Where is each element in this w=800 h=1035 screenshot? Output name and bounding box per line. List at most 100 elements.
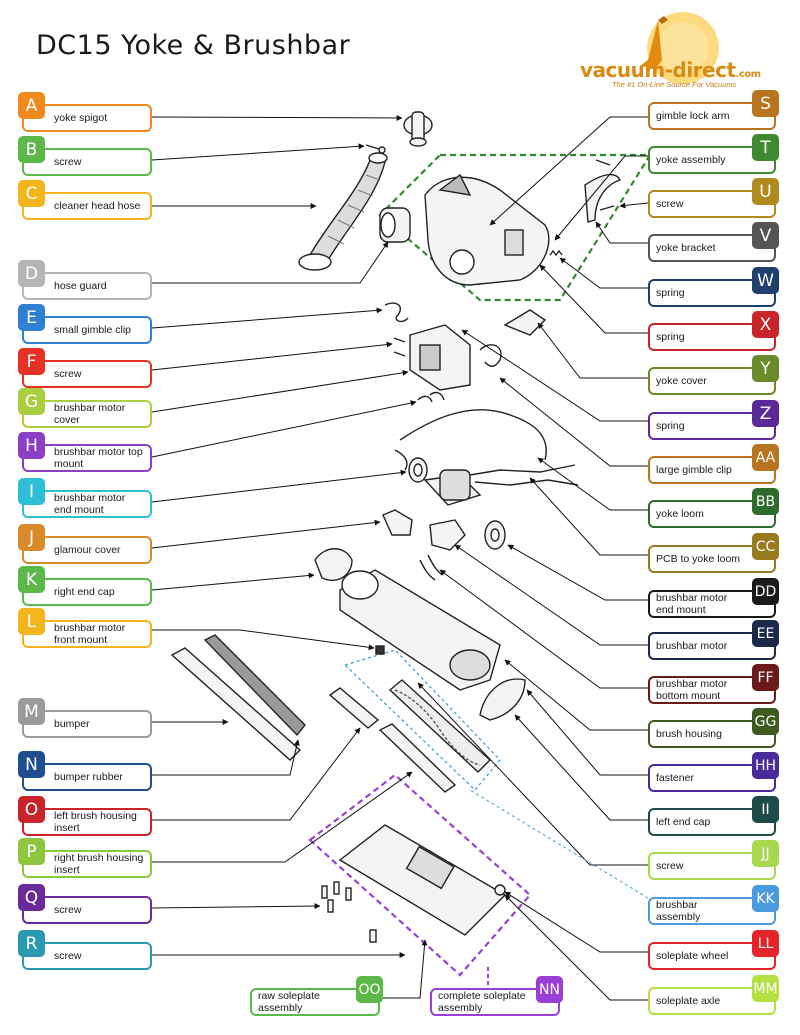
leader-w (559, 257, 648, 289)
leader-z (461, 329, 648, 422)
badge-s: S (752, 90, 779, 117)
label-text: raw soleplate assembly (258, 990, 320, 1014)
soleplate-icon (338, 824, 507, 936)
hose-guard-icon (379, 207, 411, 243)
badge-c: C (18, 180, 45, 207)
badge-nn: NN (536, 976, 563, 1003)
label-text: fastener (656, 772, 694, 784)
left-brush-housing-insert-icon (328, 687, 380, 729)
label-ll: soleplate wheel (648, 942, 776, 970)
leader-a (151, 114, 403, 121)
badge-v: V (752, 222, 779, 249)
label-text: small gimble clip (54, 324, 132, 336)
leader-y (537, 322, 648, 379)
label-text: hose guard (54, 280, 107, 292)
label-text: brushbar motor end mount (656, 592, 728, 616)
logo-brand[interactable]: vacuum-direct.com (580, 58, 761, 82)
label-text: yoke assembly (656, 154, 726, 166)
badge-j: J (18, 524, 45, 551)
badge-ll: LL (752, 930, 779, 957)
yoke-assembly-icon (424, 173, 550, 286)
label-text: brushbar motor front mount (54, 622, 126, 646)
leader-d (152, 241, 389, 284)
brushbar-motor-top-mount-icon (417, 391, 445, 403)
badge-ff: FF (752, 664, 779, 691)
leader-e (151, 307, 383, 329)
hose-ribs (327, 174, 381, 245)
label-text: brushbar motor top mount (54, 446, 143, 470)
label-text: soleplate wheel (656, 950, 729, 962)
badge-ii: II (752, 796, 779, 823)
badge-y: Y (752, 355, 779, 382)
label-text: brushbar motor end mount (54, 492, 126, 516)
soleplate-outline (308, 773, 532, 977)
brushbar-motor-front-mount-icon (375, 645, 385, 655)
brushbar-icon (388, 679, 492, 773)
label-text: screw (54, 156, 82, 168)
leader-ee (454, 544, 648, 646)
badge-x: X (752, 311, 779, 338)
badge-aa: AA (752, 444, 779, 471)
yoke-loom-icon (394, 409, 547, 471)
logo-tagline: The #1 On-Line Source For Vacuums (612, 80, 737, 89)
leader-b (151, 143, 365, 161)
badge-m: M (18, 698, 45, 725)
screw-r-icon (369, 929, 377, 943)
leader-cc (529, 477, 648, 556)
right-brush-housing-insert-icon (378, 723, 457, 793)
yoke-spigot-icon (403, 111, 433, 147)
bumper-rubber-icon (203, 634, 306, 737)
label-text: complete soleplate assembly (438, 990, 526, 1014)
label-text: screw (656, 860, 684, 872)
leader-oo (380, 939, 428, 999)
leader-mm (504, 894, 648, 1001)
label-text: left end cap (656, 816, 711, 828)
badge-kk: KK (752, 885, 779, 912)
label-text: right brush housing insert (54, 852, 144, 876)
label-text: glamour cover (54, 544, 121, 556)
badge-a: A (18, 92, 45, 119)
badge-hh: HH (752, 752, 779, 779)
badge-f: F (18, 348, 45, 375)
label-text: brushbar motor cover (54, 402, 126, 426)
brushbar-assembly-outline (343, 649, 501, 791)
badge-d: D (18, 260, 45, 287)
badge-b: B (18, 136, 45, 163)
leader-dd (507, 544, 648, 601)
badge-dd: DD (752, 578, 779, 605)
leader-ll (504, 891, 648, 953)
label-text: bumper (54, 718, 90, 730)
leader-h (151, 400, 417, 458)
leader-q (151, 903, 321, 910)
page-title: DC15 Yoke & Brushbar (36, 30, 351, 61)
label-text: left brush housing insert (54, 810, 137, 834)
leader-t (554, 155, 648, 241)
badge-cc: CC (752, 533, 779, 560)
spring-w-icon (549, 249, 563, 257)
leader-p (152, 771, 413, 863)
badge-e: E (18, 304, 45, 331)
right-end-cap-icon (314, 548, 353, 581)
glamour-cover-icon (382, 509, 413, 536)
label-i: brushbar motor end mount (22, 490, 152, 518)
leader-x (539, 264, 648, 334)
left-end-cap-icon (479, 678, 526, 721)
label-text: screw (656, 198, 684, 210)
badge-t: T (752, 134, 779, 161)
label-text: spring (656, 420, 685, 432)
badge-n: N (18, 751, 45, 778)
label-text: brushbar motor (656, 640, 728, 652)
leader-gg (504, 659, 648, 731)
label-text: right end cap (54, 586, 115, 598)
badge-o: O (18, 796, 45, 823)
label-dd: brushbar motor end mount (648, 590, 776, 618)
leader-bb (537, 457, 648, 511)
large-gimble-clip-icon (479, 344, 502, 367)
leader-u (619, 202, 649, 209)
screw-u-icon (595, 159, 615, 211)
badge-g: G (18, 388, 45, 415)
leader-k (151, 572, 315, 591)
label-l: brushbar motor front mount (22, 620, 152, 648)
label-text: spring (656, 331, 685, 343)
brushbar-motor-end-mount-i-icon (408, 457, 428, 483)
